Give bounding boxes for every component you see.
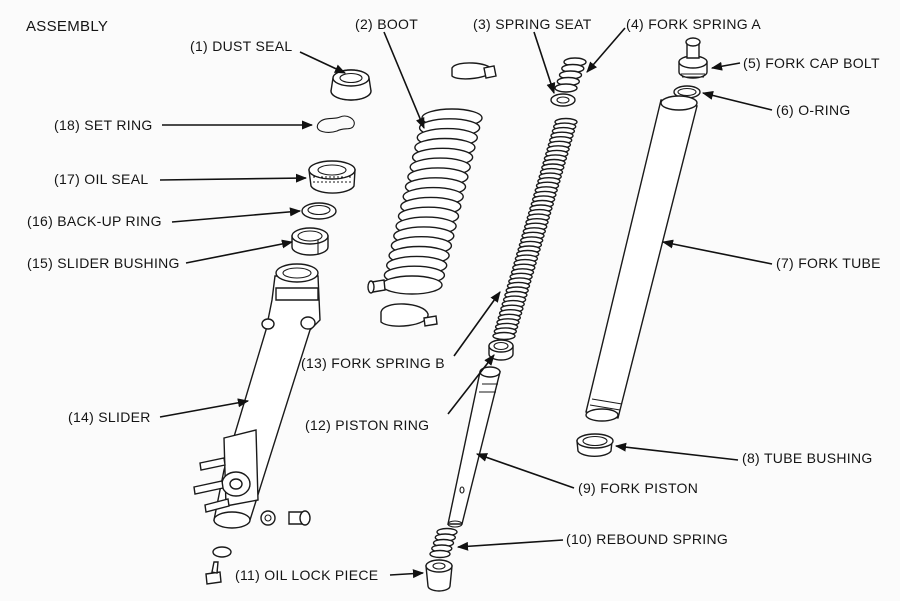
leader-dust-seal [299,51,347,74]
back-up-ring-part [301,202,337,220]
leader-back-up-ring [171,207,302,223]
label-slider: (14) SLIDER [68,409,151,425]
dust-seal-part [330,69,372,101]
leader-fork-spring-a [586,27,626,73]
oil-lock-piece-part [425,559,453,592]
oil-seal-part [308,160,356,194]
label-oil-lock-piece: (11) OIL LOCK PIECE [235,567,378,583]
leader-boot [383,31,425,130]
label-fork-spring-a: (4) FORK SPRING A [626,16,761,32]
fork-piston-part [447,366,501,528]
piston-ring-part [488,339,514,361]
slider-hardware-parts [205,510,311,585]
leader-spring-seat [533,31,556,95]
boot-clamps-part [367,62,497,327]
fork-spring-a-part [554,57,587,93]
label-dust-seal: (1) DUST SEAL [190,38,292,54]
label-piston-ring: (12) PISTON RING [305,417,429,433]
leader-oil-lock-piece [389,569,425,579]
leader-lines [159,27,773,579]
leader-fork-tube [661,239,773,265]
leader-piston-ring [447,354,495,415]
boot-part [381,108,483,295]
leader-slider [159,398,250,418]
leader-rebound-spring [456,539,564,551]
leader-fork-spring-b [453,291,501,357]
label-spring-seat: (3) SPRING SEAT [473,16,592,32]
leader-fork-cap-bolt [710,61,741,71]
label-slider-bushing: (15) SLIDER BUSHING [27,255,180,271]
slider-part [193,263,321,529]
tube-bushing-part [576,433,614,458]
label-back-up-ring: (16) BACK-UP RING [27,213,162,229]
label-boot: (2) BOOT [355,16,418,32]
fork-spring-b-part [492,117,578,341]
fork-tube-part [585,95,698,422]
leader-fork-piston [475,453,575,489]
label-fork-tube: (7) FORK TUBE [776,255,881,271]
label-rebound-spring: (10) REBOUND SPRING [566,531,728,547]
set-ring-part [316,115,355,133]
label-set-ring: (18) SET RING [54,117,153,133]
leader-slider-bushing [185,239,294,264]
label-fork-spring-b: (13) FORK SPRING B [301,355,445,371]
fork-cap-bolt-part [678,37,708,79]
label-fork-cap-bolt: (5) FORK CAP BOLT [743,55,880,71]
diagram-title: ASSEMBLY [26,18,108,35]
leader-oil-seal [159,173,308,183]
label-o-ring: (6) O-RING [776,102,851,118]
leader-o-ring [701,91,773,111]
slider-bushing-part [291,227,329,256]
leader-tube-bushing [614,442,739,461]
label-fork-piston: (9) FORK PISTON [578,480,698,496]
label-tube-bushing: (8) TUBE BUSHING [742,450,873,466]
label-oil-seal: (17) OIL SEAL [54,171,148,187]
spring-seat-part [550,93,576,107]
rebound-spring-part [429,527,458,559]
